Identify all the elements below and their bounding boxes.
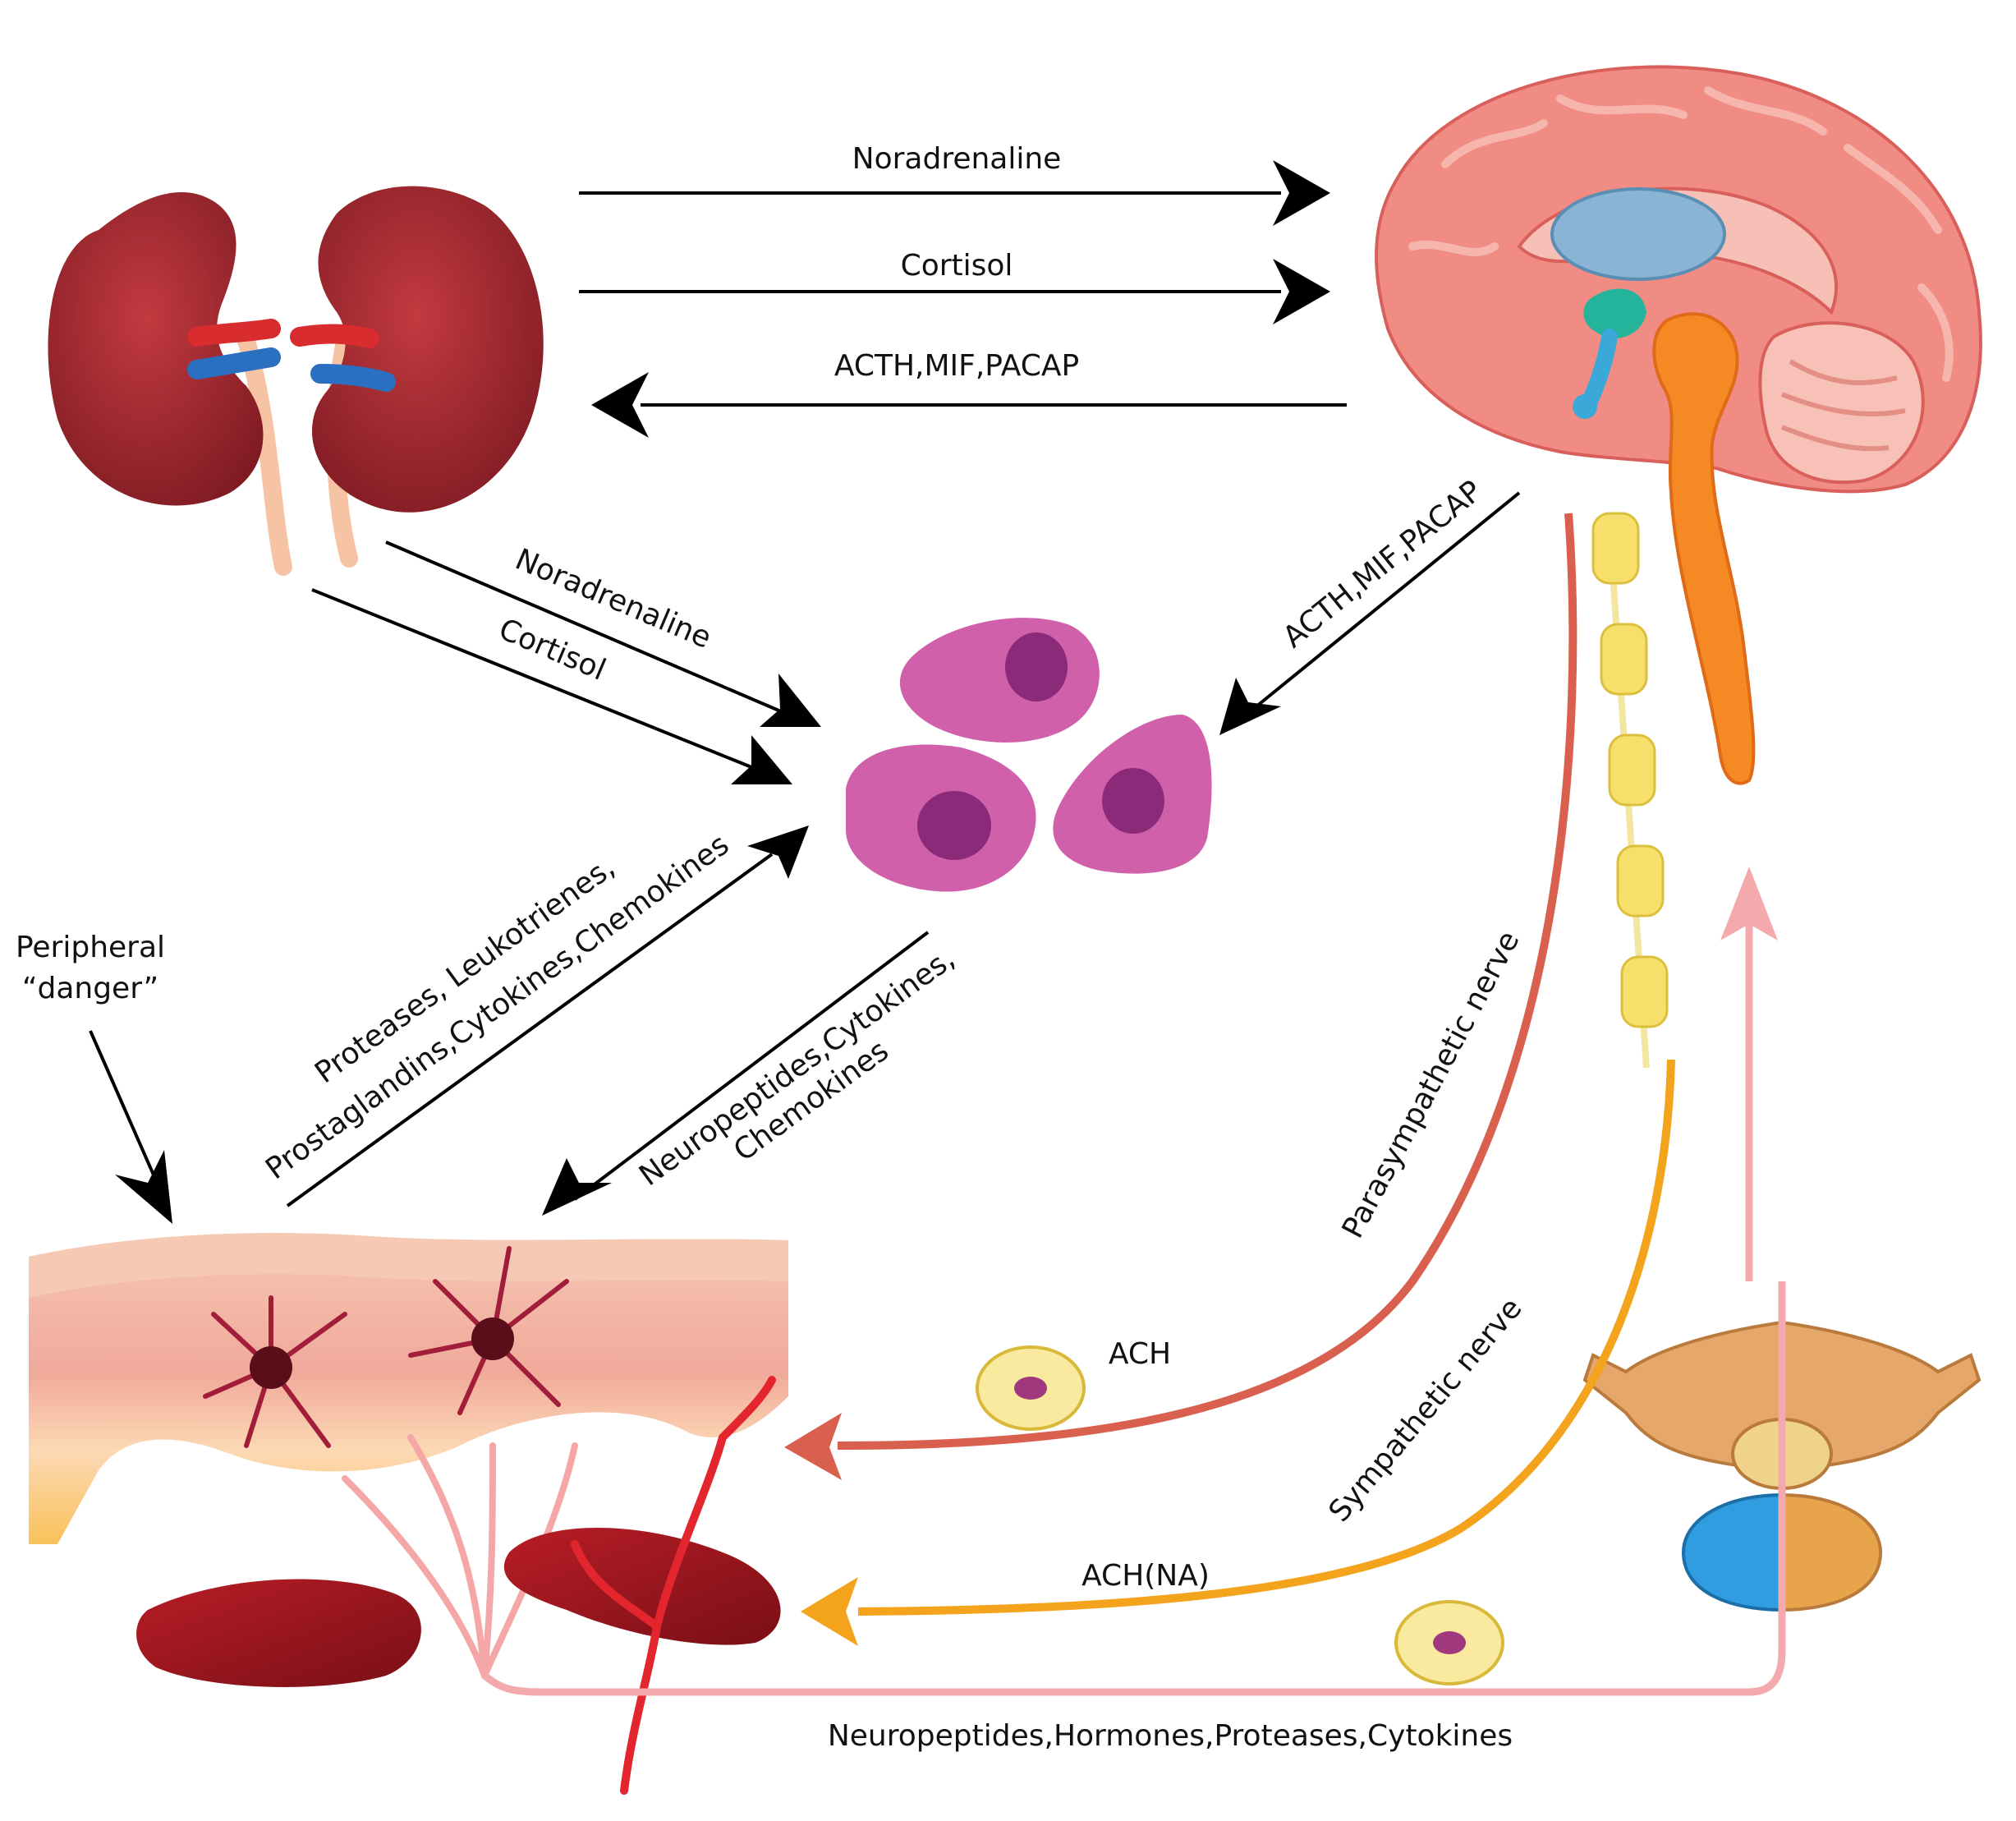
arrow-noradrenaline-to-immune <box>385 540 789 716</box>
blood-vessels-illustration <box>136 1376 781 1795</box>
arrowheads <box>115 160 1330 1224</box>
blood-vessel-right <box>503 1528 781 1645</box>
label-neuro-line1: Neuropeptides,Cytokines, <box>633 942 961 1193</box>
ganglion <box>1620 955 1669 1028</box>
label-top-cortisol: Cortisol <box>901 249 1013 283</box>
arrowhead <box>1219 678 1281 735</box>
kidney-left <box>48 191 264 506</box>
arrowhead <box>760 674 821 727</box>
dendritic-cell <box>408 1246 569 1415</box>
cerebellum <box>1758 321 1925 485</box>
arrow-skin-to-immune <box>286 853 774 1207</box>
pituitary-gland <box>1573 394 1597 419</box>
arrow-peripheral-danger <box>89 1030 166 1200</box>
label-ach: ACH <box>1109 1337 1171 1371</box>
arrowhead <box>591 372 649 438</box>
immune-cells-cluster <box>846 618 1212 892</box>
sympathetic-arrowhead <box>801 1577 858 1646</box>
lateral-ventricle <box>1550 187 1726 281</box>
hypothalamus <box>1583 288 1646 338</box>
immune-nucleus <box>1005 632 1068 701</box>
nerve-cell-ach <box>976 1345 1086 1431</box>
arrowhead <box>1273 259 1330 324</box>
label-peripheral-line1: Peripheral <box>16 931 165 964</box>
dendritic-cell-body <box>471 1317 514 1360</box>
arrowhead <box>115 1150 172 1224</box>
ganglion <box>1591 512 1640 585</box>
arrowhead <box>731 735 792 784</box>
arrowhead <box>747 825 809 879</box>
label-parasympathetic: Parasympathetic nerve <box>1336 926 1527 1244</box>
sympathetic-pathway <box>801 1059 1675 1646</box>
immune-nucleus <box>1102 768 1164 834</box>
dendritic-cell <box>203 1295 347 1448</box>
label-top-acth: ACTH,MIF,PACAP <box>834 349 1079 383</box>
artery-right <box>290 324 379 348</box>
brainstem-spinal-cord <box>1652 312 1756 785</box>
kidneys-illustration <box>48 186 544 576</box>
ganglion <box>1616 844 1665 917</box>
arrows <box>89 191 1521 1207</box>
capillaries <box>571 1376 776 1795</box>
label-sympathetic: Sympathetic nerve <box>1322 1292 1528 1529</box>
skin-block <box>29 1233 788 1544</box>
artery-left <box>187 319 281 347</box>
arrowhead <box>542 1158 612 1216</box>
vein-left <box>187 347 281 379</box>
dendritic-cell-body <box>250 1346 292 1389</box>
parasympathetic-pathway <box>784 513 1577 1480</box>
label-top-noradrenaline: Noradrenaline <box>852 142 1062 176</box>
immune-cell <box>899 618 1100 743</box>
nerve-cell-bottom <box>1394 1600 1504 1685</box>
vein-right <box>310 364 396 392</box>
parasympathetic-arrowhead <box>784 1413 842 1480</box>
kidney-right <box>312 186 544 513</box>
blood-vessel-left <box>136 1579 421 1687</box>
label-diag-cortisol: Cortisol <box>494 613 610 687</box>
skin-tissue-illustration <box>29 1233 788 1544</box>
arrowhead <box>1273 160 1330 226</box>
cerebellum-folds <box>1780 359 1906 452</box>
label-peripheral-line2: “danger” <box>22 972 158 1005</box>
brain-illustration <box>1375 65 1982 785</box>
arrow-acth-to-immune <box>1255 491 1521 708</box>
arrow-cortisol-to-immune <box>311 588 765 774</box>
immune-nucleus <box>917 791 991 860</box>
ganglion <box>1608 733 1656 807</box>
arrow-immune-to-skin <box>573 931 930 1201</box>
skin-epidermis <box>29 1233 788 1298</box>
cerebrum-folds <box>1408 86 1954 382</box>
label-ach-na: ACH(NA) <box>1081 1559 1210 1593</box>
ascending-arrowhead <box>1720 867 1778 940</box>
ureter-left <box>237 332 292 576</box>
sensory-nerve-fibers <box>342 1434 578 1679</box>
vertebral-body-right <box>1780 1492 1883 1612</box>
label-diag-acth: ACTH,MIF,PACAP <box>1277 474 1489 655</box>
ganglion <box>1600 623 1648 696</box>
label-bottom: Neuropeptides,Hormones,Proteases,Cytokin… <box>828 1719 1513 1753</box>
sympathetic-ganglion-chain <box>1591 512 1669 1069</box>
vertebral-disc-left <box>1681 1492 1784 1612</box>
ascending-pathway <box>482 867 1786 1696</box>
